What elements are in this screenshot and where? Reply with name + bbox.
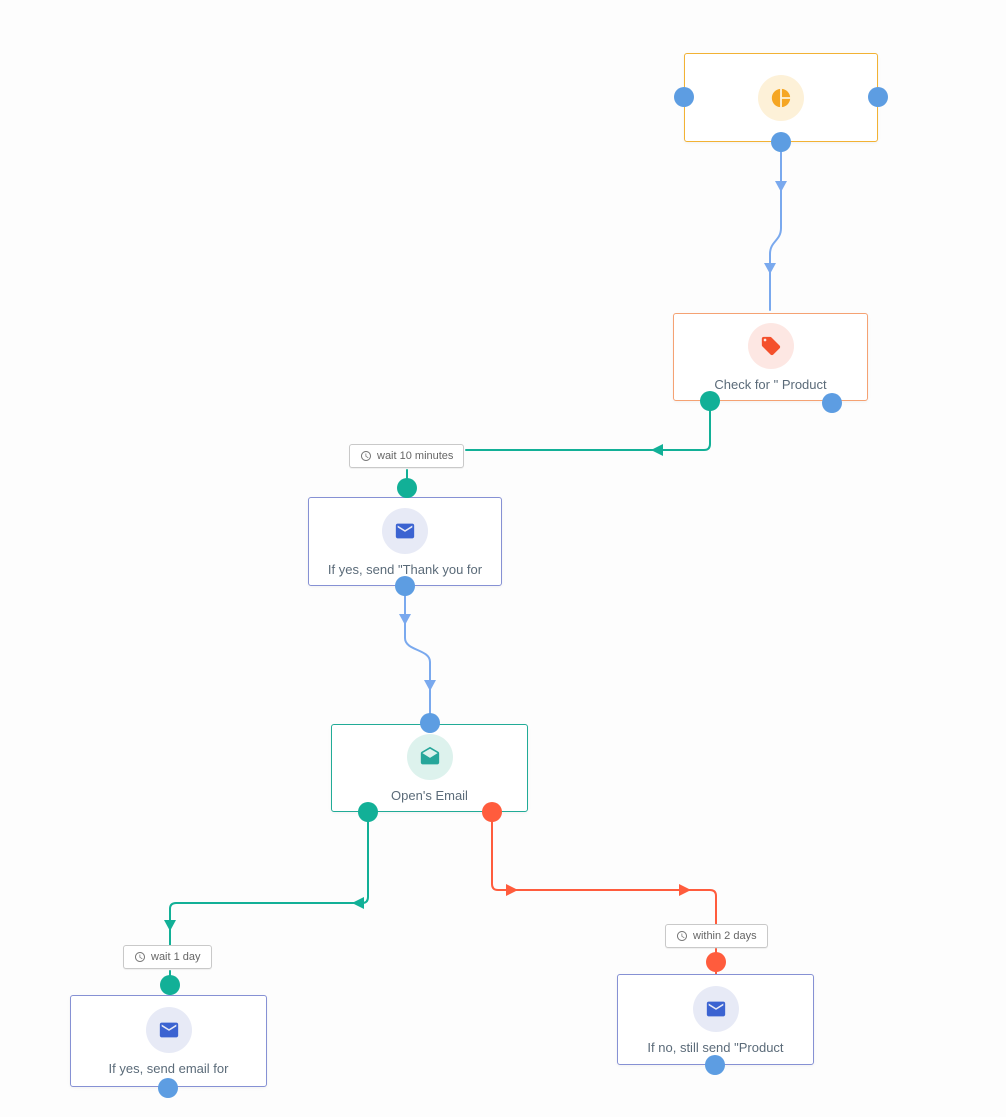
arrowhead-down	[399, 614, 411, 625]
connector-check-to-wait10	[465, 400, 711, 451]
node-send-followup-no[interactable]: If no, still send "Product	[617, 974, 814, 1065]
connector-opens-to-within2days	[491, 811, 717, 925]
arrowhead-down	[764, 263, 776, 274]
port-followup-yes-in[interactable]	[160, 975, 180, 995]
port-check-yes[interactable]	[700, 391, 720, 411]
clock-icon	[135, 952, 145, 962]
node-label: Open's Email	[391, 788, 468, 803]
badge-wait-1-day[interactable]: wait 1 day	[123, 945, 212, 969]
clock-icon	[677, 931, 687, 941]
arrowhead-right	[506, 884, 518, 896]
node-send-followup-yes[interactable]: If yes, send email for	[70, 995, 267, 1087]
port-followup-no-in[interactable]	[706, 952, 726, 972]
arrowhead-down	[424, 680, 436, 691]
node-label: Check for " Product	[714, 377, 827, 392]
port-segment-left[interactable]	[674, 87, 694, 107]
badge-within-2-days[interactable]: within 2 days	[665, 924, 768, 948]
arrowhead-left	[651, 444, 663, 456]
arrowhead-down	[775, 181, 787, 192]
clock-icon	[361, 451, 371, 461]
arrowhead-left	[352, 897, 364, 909]
port-thankyou-in[interactable]	[397, 478, 417, 498]
badge-label: wait 10 minutes	[377, 449, 454, 462]
node-send-thank-you[interactable]: If yes, send "Thank you for	[308, 497, 502, 586]
port-opens-no[interactable]	[482, 802, 502, 822]
node-opens-email[interactable]: Open's Email	[331, 724, 528, 812]
node-label: If yes, send "Thank you for	[327, 561, 483, 577]
badge-label: within 2 days	[693, 929, 757, 942]
node-label: If yes, send email for	[108, 1061, 229, 1076]
port-segment-bottom[interactable]	[771, 132, 791, 152]
connector-thankyou-to-opens	[404, 585, 431, 715]
email-icon	[382, 507, 428, 554]
badge-wait-10-minutes[interactable]: wait 10 minutes	[349, 444, 465, 468]
port-segment-right[interactable]	[868, 87, 888, 107]
pie-chart-icon	[758, 74, 804, 121]
port-opens-yes[interactable]	[358, 802, 378, 822]
port-followup-no-out[interactable]	[705, 1055, 725, 1075]
node-label: If no, still send "Product	[647, 1039, 784, 1055]
port-check-bottom[interactable]	[822, 393, 842, 413]
badge-label: wait 1 day	[151, 950, 201, 963]
email-icon	[692, 985, 739, 1032]
connector-opens-to-wait1day	[169, 811, 369, 946]
node-check-product[interactable]: Check for " Product	[673, 313, 868, 401]
open-email-icon	[406, 734, 453, 780]
port-followup-yes-out[interactable]	[158, 1078, 178, 1098]
connector-segment-to-check	[769, 141, 782, 311]
port-thankyou-out[interactable]	[395, 576, 415, 596]
tag-icon	[747, 323, 794, 369]
node-segment[interactable]	[684, 53, 878, 142]
port-opens-in[interactable]	[420, 713, 440, 733]
arrowhead-right	[679, 884, 691, 896]
email-icon	[145, 1007, 192, 1053]
arrowhead-down	[164, 920, 176, 931]
